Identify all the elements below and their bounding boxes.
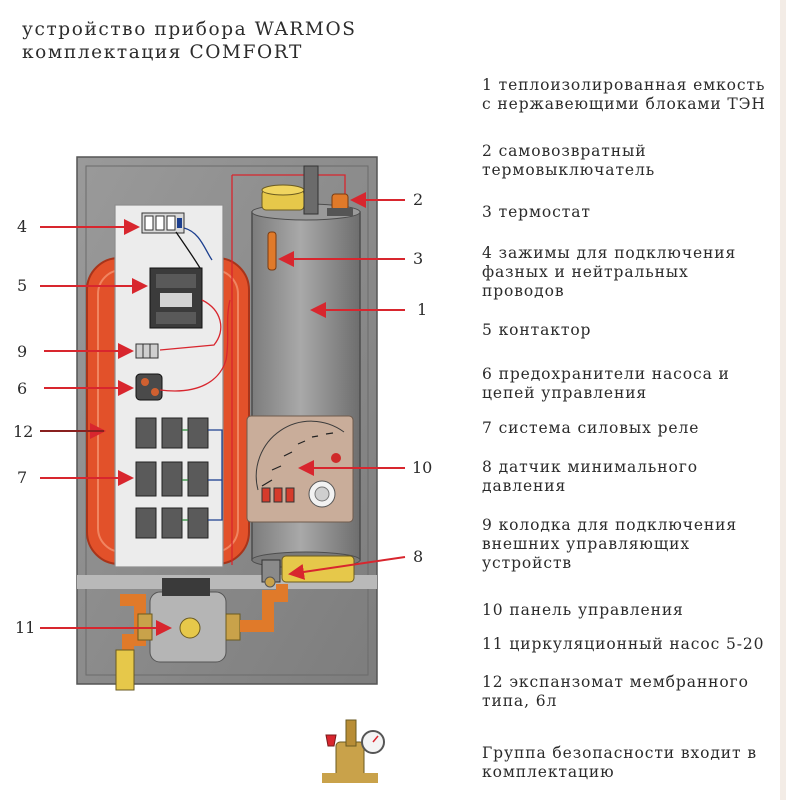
top-flange [261, 165, 319, 215]
legend-item-11: 11 циркуляционный насос 5-20 [482, 635, 765, 653]
title-line-1: устройство прибора WARMOS [22, 19, 357, 40]
legend-item-5: 5 контактор [482, 321, 592, 339]
right-edge-strip [780, 0, 786, 800]
power-relays [135, 417, 209, 539]
legend-item-9: 9 колодка для подключения внешних управл… [482, 516, 738, 572]
callout-12: 12 [13, 422, 34, 441]
legend-item-1: 1 теплоизолированная емкость с нержавеющ… [482, 76, 766, 113]
page-title: устройство прибора WARMOS комплектация C… [22, 18, 357, 64]
legend-item-7: 7 система силовых реле [482, 419, 700, 437]
callout-10: 10 [412, 458, 433, 477]
callout-6: 6 [17, 379, 28, 398]
safety-group-illustration [322, 719, 385, 783]
callout-5: 5 [17, 276, 28, 295]
legend-item-3: 3 термостат [482, 203, 591, 221]
callout-2: 2 [413, 190, 424, 209]
connector-strip [135, 343, 159, 359]
callout-1: 1 [417, 300, 428, 319]
contactor [149, 267, 203, 329]
callout-8: 8 [413, 547, 424, 566]
arrow-8 [288, 556, 406, 580]
legend-item-12: 12 экспанзомат мембранного типа, 6л [482, 673, 749, 710]
callout-4: 4 [17, 217, 28, 236]
thermostat-bulb [267, 231, 277, 271]
legend-item-8: 8 датчик минимального давления [482, 458, 698, 495]
title-line-2: комплектация COMFORT [22, 42, 303, 63]
thermal-switch [327, 193, 353, 216]
callout-7: 7 [17, 468, 28, 487]
wiring [159, 174, 346, 565]
callout-3: 3 [413, 249, 424, 268]
legend-item-10: 10 панель управления [482, 601, 684, 619]
legend-item-2: 2 самовозвратный термовыключатель [482, 142, 656, 179]
legend-safety-group: Группа безопасности входит в комплектаци… [482, 744, 757, 781]
circulation-pump [115, 578, 288, 691]
legend-item-4: 4 зажимы для подключения фазных и нейтра… [482, 244, 737, 300]
fuses [135, 373, 163, 401]
callout-11: 11 [15, 618, 36, 637]
legend-item-6: 6 предохранители насоса и цепей управлен… [482, 365, 730, 402]
callout-9: 9 [17, 342, 28, 361]
terminal-block [141, 212, 185, 234]
